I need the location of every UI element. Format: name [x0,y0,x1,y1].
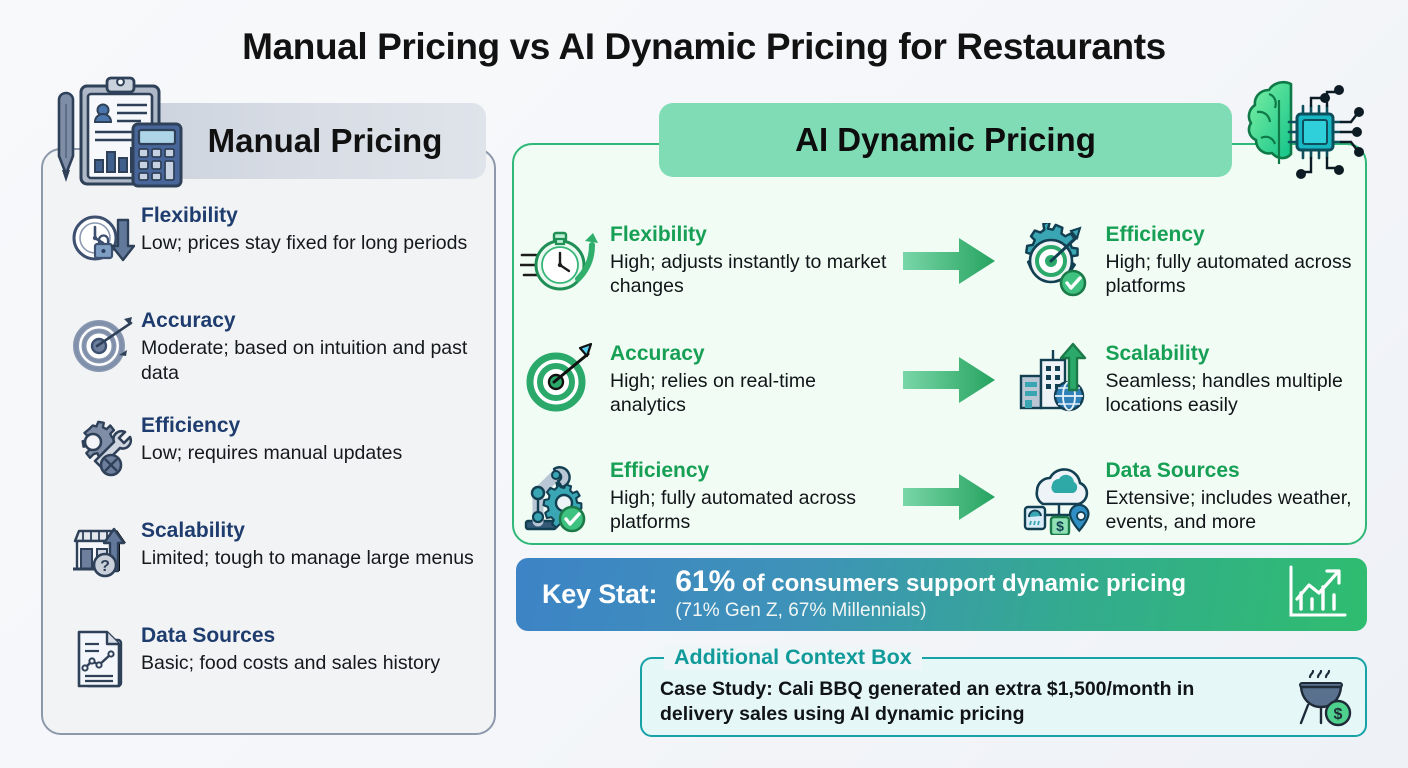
list-item-description: Limited; tough to manage large menus [141,547,474,570]
bbq-grill-dollar-icon: $ [1288,667,1354,734]
key-stat-body: 61% of consumers support dynamic pricing… [675,566,1285,622]
comparison-row: Accuracy High; relies on real-time analy… [514,320,1369,440]
row-right-heading: Efficiency [1105,222,1205,246]
right-arrow-icon [893,234,1009,288]
additional-context-box [640,657,1367,737]
svg-text:$: $ [1057,518,1065,534]
list-item-description: Basic; food costs and sales history [141,652,441,675]
growth-bar-chart-icon [1285,563,1349,626]
ai-pricing-header-label: AI Dynamic Pricing [795,121,1096,158]
row-right-cell: Efficiency High; fully automated across … [1009,222,1369,299]
list-item-description: Moderate; based on intuition and past da… [141,337,468,384]
row-left-text: Accuracy High; relies on real-time analy… [610,342,893,418]
key-stat-main-line: 61% of consumers support dynamic pricing [675,566,1285,598]
cloud-data-sources-icon: $ [1009,459,1105,535]
list-item-text: Data Sources Basic; food costs and sales… [141,622,440,676]
list-item-text: Scalability Limited; tough to manage lar… [141,517,474,571]
key-stat-banner: Key Stat: 61% of consumers support dynam… [516,558,1367,631]
list-item-heading: Flexibility [141,204,238,227]
row-left-cell: Accuracy High; relies on real-time analy… [514,342,893,418]
row-right-description: Seamless; handles multiple locations eas… [1105,369,1343,417]
row-left-description: High; relies on real-time analytics [610,369,816,417]
comparison-row: Flexibility High; adjusts instantly to m… [514,201,1369,321]
manual-pricing-header-label: Manual Pricing [207,122,443,159]
document-chart-icon [63,622,141,690]
list-item-text: Accuracy Moderate; based on intuition an… [141,307,486,386]
row-left-description: High; adjusts instantly to market change… [610,250,887,298]
key-stat-main-rest: of consumers support dynamic pricing [735,570,1187,598]
list-item: Flexibility Low; prices stay fixed for l… [43,202,498,307]
right-arrow-icon [893,470,1009,524]
row-right-description: High; fully automated across platforms [1105,250,1352,298]
key-stat-percent: 61% [675,565,736,599]
list-item-heading: Efficiency [141,414,241,437]
context-box-text: Case Study: Cali BBQ generated an extra … [660,678,1195,726]
key-stat-label: Key Stat: [542,579,658,609]
target-arrow-icon [514,342,610,418]
ai-dynamic-pricing-panel: Flexibility High; adjusts instantly to m… [512,143,1367,545]
row-left-cell: Flexibility High; adjusts instantly to m… [514,223,893,299]
list-item: Efficiency Low; requires manual updates [43,412,498,517]
list-item-text: Efficiency Low; requires manual updates [141,412,402,466]
row-right-cell: $ Data Sources Extensive; includes weath… [1009,459,1369,535]
row-left-heading: Accuracy [610,341,705,365]
clock-lock-down-arrow-icon [63,202,141,270]
row-right-heading: Data Sources [1105,458,1240,482]
gear-target-check-icon [1009,222,1105,299]
list-item-text: Flexibility Low; prices stay fixed for l… [141,202,467,256]
svg-text:?: ? [100,558,110,575]
buildings-globe-up-arrow-icon [1009,342,1105,418]
page-title: Manual Pricing vs AI Dynamic Pricing for… [242,26,1166,67]
row-left-cell: Efficiency High; fully automated across … [514,459,893,535]
svg-text:$: $ [1334,706,1343,723]
list-item: ? Scalability Limited; tough to manage l… [43,517,498,622]
manual-pricing-header-band [135,103,486,179]
stopwatch-up-arrow-icon [514,223,610,299]
row-right-text: Data Sources Extensive; includes weather… [1105,459,1369,535]
row-right-heading: Scalability [1105,341,1210,365]
row-left-heading: Efficiency [610,458,710,482]
manual-pricing-panel: Flexibility Low; prices stay fixed for l… [41,148,496,735]
list-item: Data Sources Basic; food costs and sales… [43,622,498,727]
robot-arm-gear-check-icon [514,459,610,535]
context-box-label: Additional Context Box [664,645,922,670]
row-left-description: High; fully automated across platforms [610,486,857,534]
list-item-heading: Data Sources [141,624,276,647]
storefront-up-arrow-question-icon: ? [63,517,141,585]
manual-pricing-list: Flexibility Low; prices stay fixed for l… [43,202,498,727]
clipboard-calculator-icon [45,74,185,195]
list-item-description: Low; prices stay fixed for long periods [141,232,468,255]
row-left-text: Flexibility High; adjusts instantly to m… [610,223,893,299]
row-left-text: Efficiency High; fully automated across … [610,459,893,535]
list-item-heading: Accuracy [141,309,236,332]
comparison-row: Efficiency High; fully automated across … [514,437,1369,557]
brain-chip-icon [1239,78,1375,195]
list-item-description: Low; requires manual updates [141,442,403,465]
list-item-heading: Scalability [141,519,245,542]
row-right-text: Scalability Seamless; handles multiple l… [1105,342,1369,418]
right-arrow-icon [893,353,1009,407]
row-right-text: Efficiency High; fully automated across … [1105,223,1369,299]
ai-pricing-header-band [659,103,1232,177]
list-item: Accuracy Moderate; based on intuition an… [43,307,498,412]
row-right-description: Extensive; includes weather, events, and… [1105,486,1352,534]
row-right-cell: Scalability Seamless; handles multiple l… [1009,342,1369,418]
target-arrow-icon [63,307,141,375]
row-left-heading: Flexibility [610,222,707,246]
key-stat-subtext: (71% Gen Z, 67% Millennials) [675,599,927,621]
gear-wrench-cross-icon [63,412,141,480]
